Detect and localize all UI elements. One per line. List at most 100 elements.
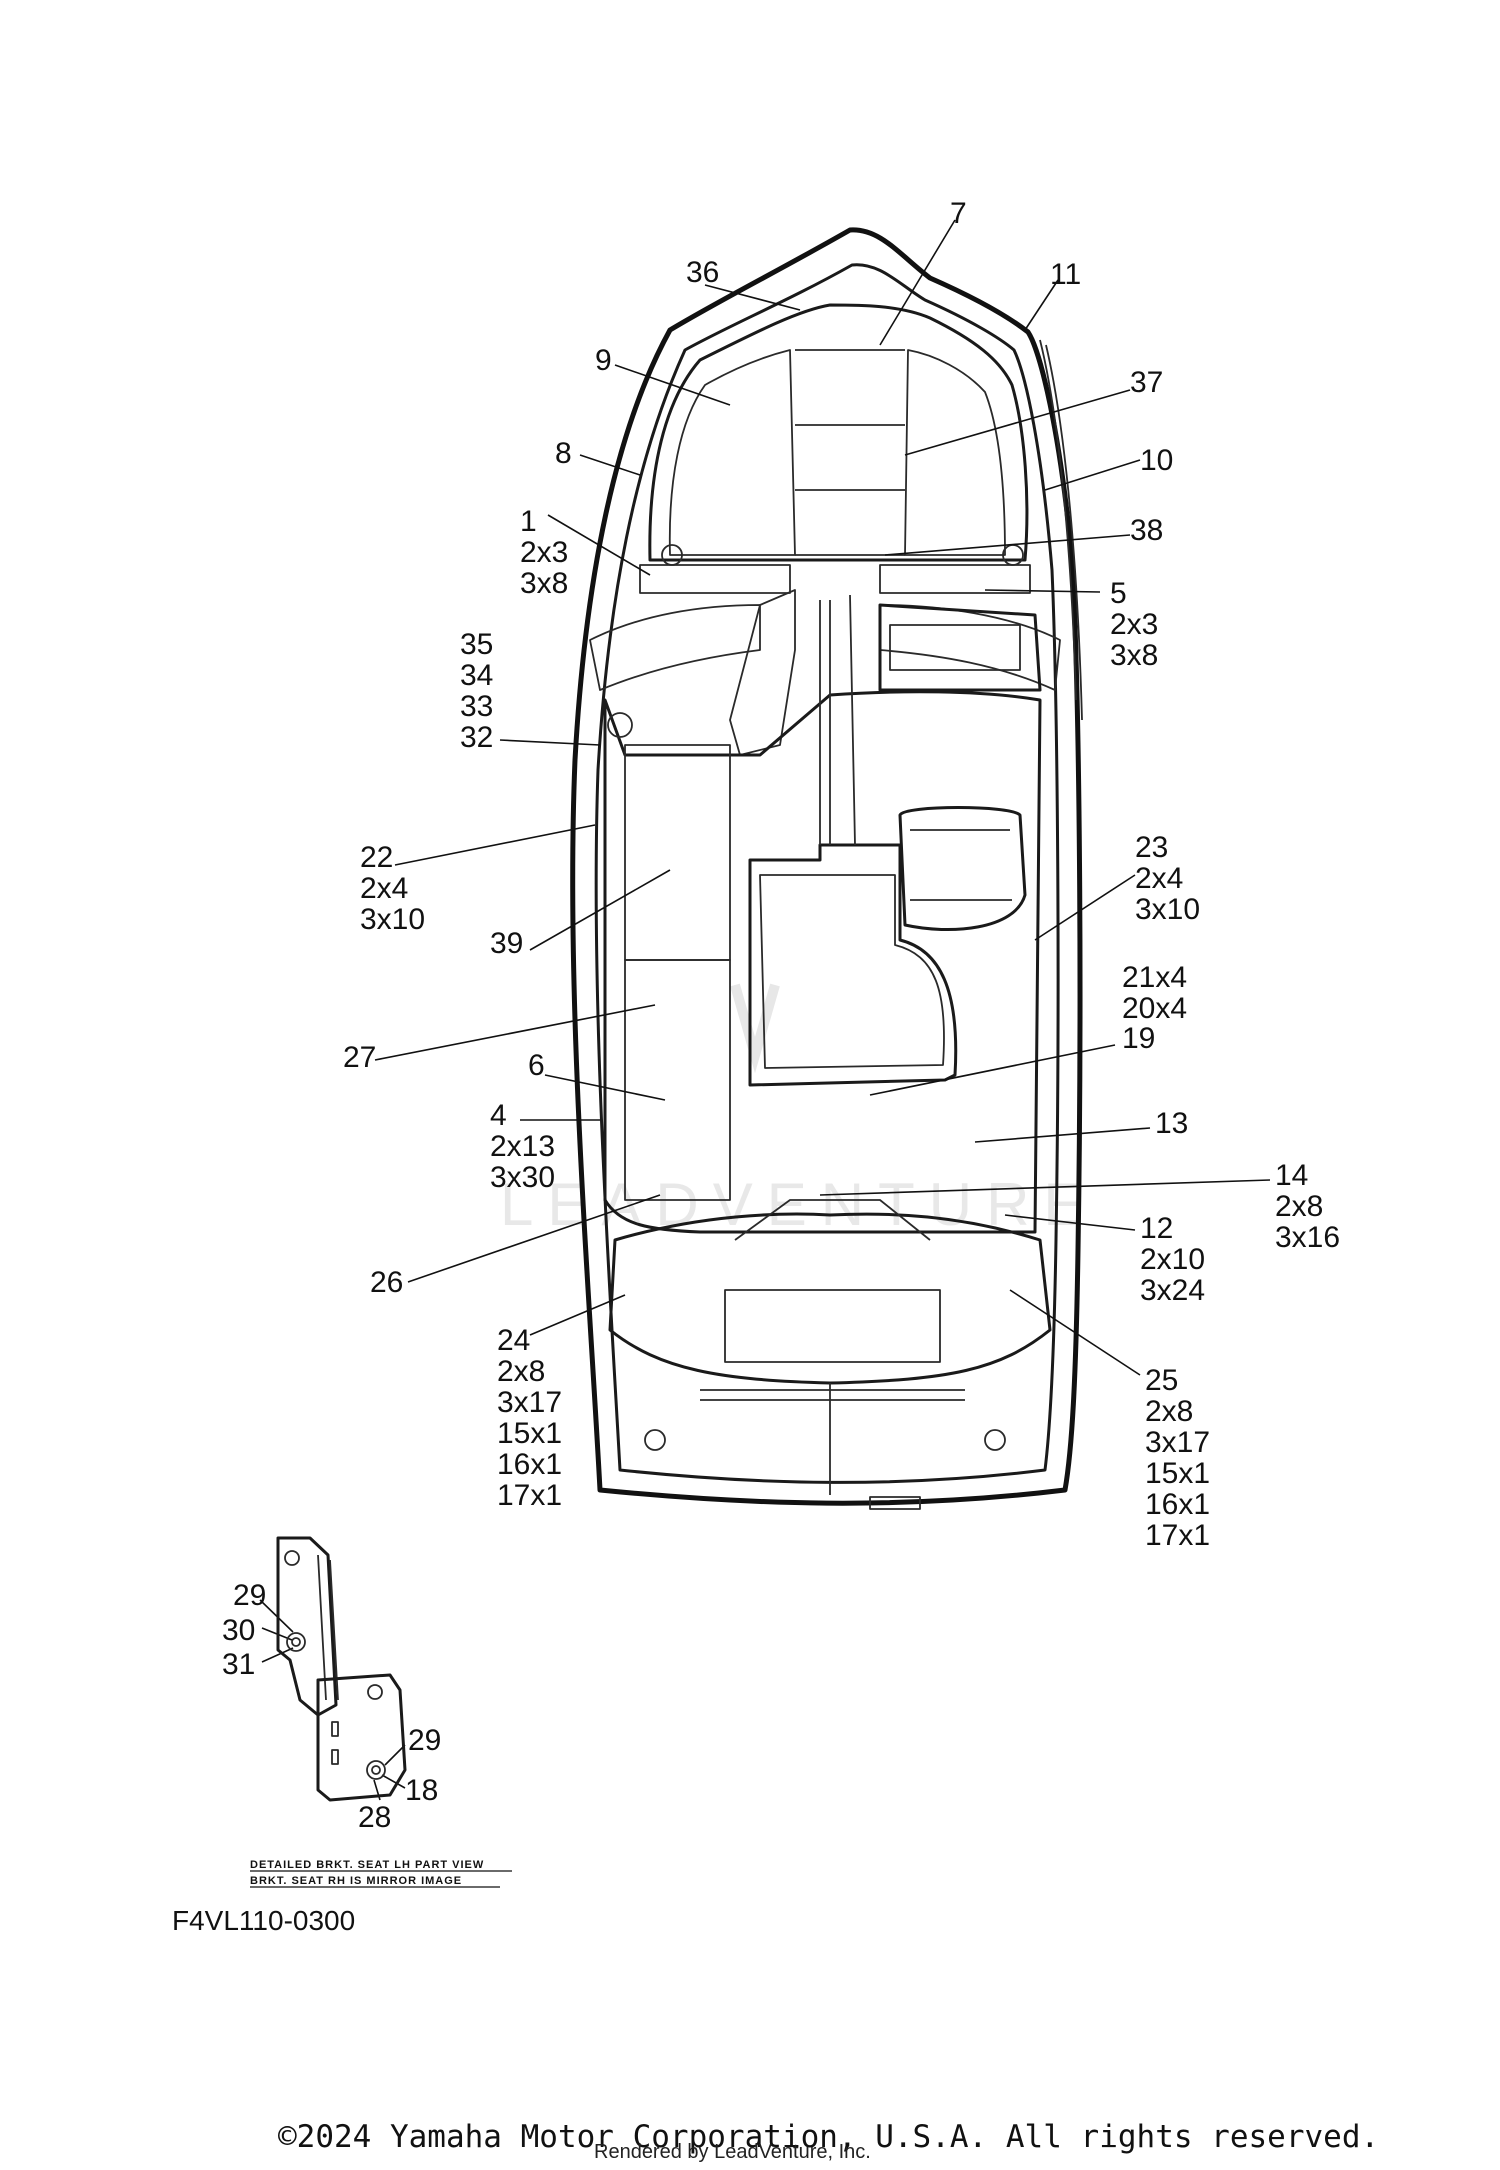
bow-seating <box>648 303 1029 562</box>
callout-18-l0: 18 <box>405 1774 438 1807</box>
bracket-lower <box>316 1673 407 1802</box>
leader-37 <box>904 389 1131 456</box>
cockpit-floor <box>603 690 1042 1234</box>
bow-cushion-left <box>668 349 796 556</box>
svg-text:4 2x13 3x30: 4 2x13 3x30 <box>490 1099 563 1194</box>
svg-text:29: 29 <box>233 1579 266 1612</box>
copyright-notice: ©2024 Yamaha Motor Corporation, U.S.A. A… <box>278 2119 1379 2155</box>
rub-rail <box>1039 339 1083 721</box>
callout-35-l2: 33 <box>460 690 493 723</box>
leader-18 <box>381 1774 406 1789</box>
leader-36 <box>704 284 801 311</box>
bolt-upper-2-core <box>291 1637 301 1647</box>
svg-text:35 34 33 32: 35 34 33 32 <box>460 628 502 754</box>
svg-text:11: 11 <box>1050 258 1081 291</box>
svg-text:18: 18 <box>405 1774 438 1807</box>
callout-25-l0: 25 <box>1145 1364 1178 1397</box>
bow-step-right <box>879 564 1031 594</box>
svg-text:8: 8 <box>555 437 572 470</box>
leader-23 <box>1034 874 1136 941</box>
callout-12-l1: 2x10 <box>1140 1243 1205 1276</box>
callout-24-l0: 24 <box>497 1324 530 1357</box>
bolt-upper-2 <box>286 1632 306 1652</box>
helm-dash <box>889 624 1021 671</box>
callout-28-l0: 28 <box>358 1801 391 1834</box>
callout-10-l0: 10 <box>1140 444 1173 477</box>
bolt-lower-2-core <box>371 1765 381 1775</box>
detail-caption-2: BRKT. SEAT RH IS MIRROR IMAGE <box>250 1875 462 1887</box>
callout-labels: 7 36 11 9 37 8 10 1 2x3 3x8 38 5 2x3 3x8… <box>222 197 1340 1834</box>
port-seat <box>624 744 731 961</box>
leader-25 <box>1009 1289 1141 1376</box>
svg-text:39: 39 <box>490 927 523 960</box>
leader-7 <box>879 219 956 346</box>
callout-22-l0: 22 <box>360 841 393 874</box>
callout-35-l3: 32 <box>460 721 493 754</box>
callout-14-l1: 2x8 <box>1275 1190 1323 1223</box>
svg-text:19: 19 <box>1122 1022 1155 1055</box>
callout-1-l1: 2x3 <box>520 536 568 569</box>
leader-39 <box>529 869 671 951</box>
leader-12 <box>1004 1214 1136 1231</box>
leader-32 <box>499 739 601 746</box>
svg-text:7: 7 <box>950 197 967 230</box>
leader-1 <box>547 514 651 576</box>
aft-cupholder-left <box>644 1429 666 1451</box>
svg-text:12 2x10 3x24: 12 2x10 3x24 <box>1140 1212 1213 1307</box>
aft-step <box>734 1199 931 1241</box>
watermark-text: LEADVENTURE <box>500 1171 1097 1238</box>
svg-text:38: 38 <box>1130 514 1163 547</box>
callout-13-l0: 13 <box>1155 1107 1188 1140</box>
svg-text:37: 37 <box>1130 366 1163 399</box>
callout-25-l1: 2x8 <box>1145 1395 1193 1428</box>
svg-text:36: 36 <box>686 256 719 289</box>
bow-step-left <box>639 564 791 594</box>
port-console <box>729 589 796 756</box>
rendered-by: Rendered by LeadVenture, Inc. <box>594 2141 871 2163</box>
callout-19-l0: 19 <box>1122 1022 1155 1055</box>
svg-text:9: 9 <box>595 344 612 377</box>
callout-12-l0: 12 <box>1140 1212 1173 1245</box>
boat-hull <box>570 227 1083 1510</box>
callout-14-l2: 3x16 <box>1275 1221 1340 1254</box>
callout-25-l2: 3x17 <box>1145 1426 1210 1459</box>
leader-6 <box>544 1074 666 1101</box>
svg-text:25 2x8 3x17: 25 2x8 3x17 15x1 16x1 17x1 <box>1145 1364 1218 1552</box>
callout-12-l2: 3x24 <box>1140 1274 1205 1307</box>
svg-text:31: 31 <box>222 1648 255 1681</box>
callout-4-l1: 2x13 <box>490 1130 555 1163</box>
callout-23-l1: 2x4 <box>1135 862 1183 895</box>
bow-cupholder-right <box>1002 544 1024 566</box>
watermark-logo <box>730 983 780 1074</box>
helm-console <box>878 603 1042 692</box>
callout-1-l2: 3x8 <box>520 567 568 600</box>
bow-cushion-right <box>904 349 1006 556</box>
callout-25-l3: 15x1 <box>1145 1457 1210 1490</box>
bolt-upper-1 <box>284 1550 300 1566</box>
callout-31-l0: 31 <box>222 1648 255 1681</box>
leader-8 <box>579 454 641 476</box>
callout-27-l0: 27 <box>343 1041 376 1074</box>
svg-text:5 2x3 3x8: 5 2x3 3x8 <box>1110 577 1167 672</box>
leader-19 <box>869 1044 1116 1096</box>
port-cupholder <box>607 712 633 738</box>
callout-21-l0: 21x4 <box>1122 961 1187 994</box>
windshield-left <box>589 604 761 691</box>
callout-22-l2: 3x10 <box>360 903 425 936</box>
callout-25-l4: 16x1 <box>1145 1488 1210 1521</box>
callout-24-l4: 16x1 <box>497 1448 562 1481</box>
bracket-slot-1 <box>331 1721 339 1737</box>
callout-29b-l0: 29 <box>408 1724 441 1757</box>
bracket-flange <box>317 1554 339 1701</box>
svg-text:27: 27 <box>343 1041 376 1074</box>
svg-text:14 2x8 3x16: 14 2x8 3x16 <box>1275 1159 1340 1254</box>
aft-cupholder-right <box>984 1429 1006 1451</box>
svg-text:10: 10 <box>1140 444 1173 477</box>
callout-30-l0: 30 <box>222 1614 255 1647</box>
svg-text:30: 30 <box>222 1614 255 1647</box>
detail-caption-1: DETAILED BRKT. SEAT LH PART VIEW <box>250 1859 484 1871</box>
callout-25-l5: 17x1 <box>1145 1519 1210 1552</box>
helm-seat <box>898 806 1027 932</box>
